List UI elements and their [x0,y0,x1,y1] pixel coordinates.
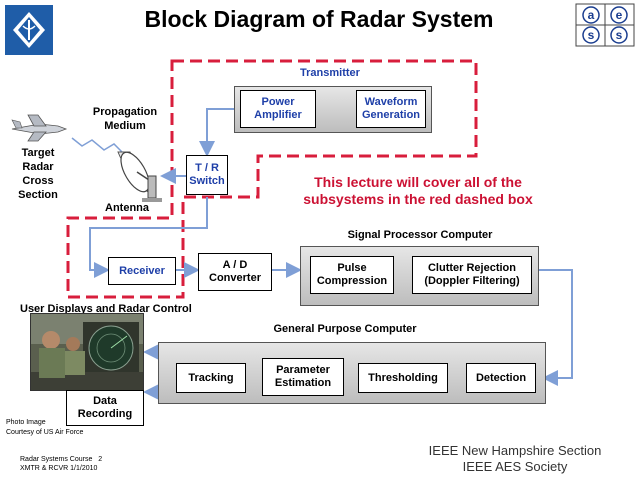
power-amplifier-block: Power Amplifier [240,90,316,128]
footer-org-line: IEEE New Hampshire Section [428,443,602,458]
target-rcs-line: Section [18,189,58,201]
detection-block: Detection [466,363,536,393]
ad-converter-block: A / D Converter [198,253,272,291]
antenna-label: Antenna [105,202,149,214]
target-rcs-line: Radar [22,161,54,173]
power-amplifier-line: Power [261,96,295,108]
footer-org-line: IEEE AES Society [462,459,568,474]
parameter-estimation-line: Estimation [274,377,332,389]
footer-course: Radar Systems Course [20,456,93,463]
red-dashed-boundary [66,59,478,299]
page-title: Block Diagram of Radar System [144,6,494,32]
footer-page-number: 2 [98,456,103,463]
propagation-medium-label: Propagation Medium [80,105,170,133]
target-rcs-label: Target Radar Cross Section [10,146,66,202]
waveform-generation-line: Waveform [364,96,418,108]
photo-credit: Photo Image Courtesy of US Air Force [6,418,83,438]
target-rcs-line: Target [21,147,55,159]
ad-converter-line: A / D [222,259,248,271]
target-rcs-line: Cross [22,175,54,187]
pulse-compression-block: Pulse Compression [310,256,394,294]
photo-credit-line: Photo Image [6,419,46,426]
pulse-compression-line: Compression [316,275,388,287]
propagation-medium-line: Medium [104,120,146,132]
tr-switch-line: T / R [195,162,219,174]
footer-course-info: Radar Systems Course 2 XMTR & RCVR 1/1/2… [20,455,102,473]
photo-credit-line: Courtesy of US Air Force [6,429,84,436]
user-displays-label: User Displays and Radar Control [20,303,192,315]
aes-logo-letter: a [588,8,595,22]
power-amplifier-line: Amplifier [254,109,302,121]
antenna-icon [117,151,162,202]
transmitter-section-label: Transmitter [300,67,360,79]
footer-org: IEEE New Hampshire Section IEEE AES Soci… [420,443,610,475]
wire-sp-to-gp [537,269,573,386]
propagation-medium-line: Propagation [92,106,158,118]
aircraft-icon [11,114,68,142]
waveform-generation-block: Waveform Generation [356,90,426,128]
waveform-generation-line: Generation [361,109,421,121]
aes-logo-letter: s [588,28,595,42]
general-purpose-label: General Purpose Computer [273,323,417,335]
ieee-logo [4,4,54,56]
receiver-block: Receiver [108,257,176,285]
tr-switch-block: T / R Switch [186,155,228,195]
clutter-rejection-block: Clutter Rejection (Doppler Filtering) [412,256,532,294]
signal-processor-label: Signal Processor Computer [347,229,493,241]
pulse-compression-line: Pulse [337,262,367,274]
clutter-rejection-line: Clutter Rejection [427,262,516,274]
propagation-wave [71,137,125,155]
data-recording-line: Data [93,395,117,407]
parameter-estimation-block: Parameter Estimation [262,358,344,396]
tracking-block: Tracking [176,363,246,393]
clutter-rejection-line: (Doppler Filtering) [424,275,520,287]
wire-tr-to-receiver [89,197,208,278]
thresholding-block: Thresholding [358,363,448,393]
aes-logo-letter: s [616,28,623,42]
lecture-note: This lecture will cover all of the subsy… [268,174,568,208]
parameter-estimation-line: Parameter [276,364,330,376]
data-recording-line: Recording [77,408,133,420]
ad-converter-line: Converter [209,272,261,284]
tr-switch-line: Switch [189,175,225,187]
aes-logo-letter: e [616,8,623,22]
aes-logo: a e s s [575,3,635,47]
radar-console-photo [30,313,144,391]
lecture-note-line: subsystems in the red dashed box [303,191,533,207]
data-recording-block: Data Recording [66,390,144,426]
wire-power-to-tr [199,108,236,157]
footer-code-date: XMTR & RCVR 1/1/2010 [20,465,98,472]
lecture-note-line: This lecture will cover all of the [314,174,522,190]
